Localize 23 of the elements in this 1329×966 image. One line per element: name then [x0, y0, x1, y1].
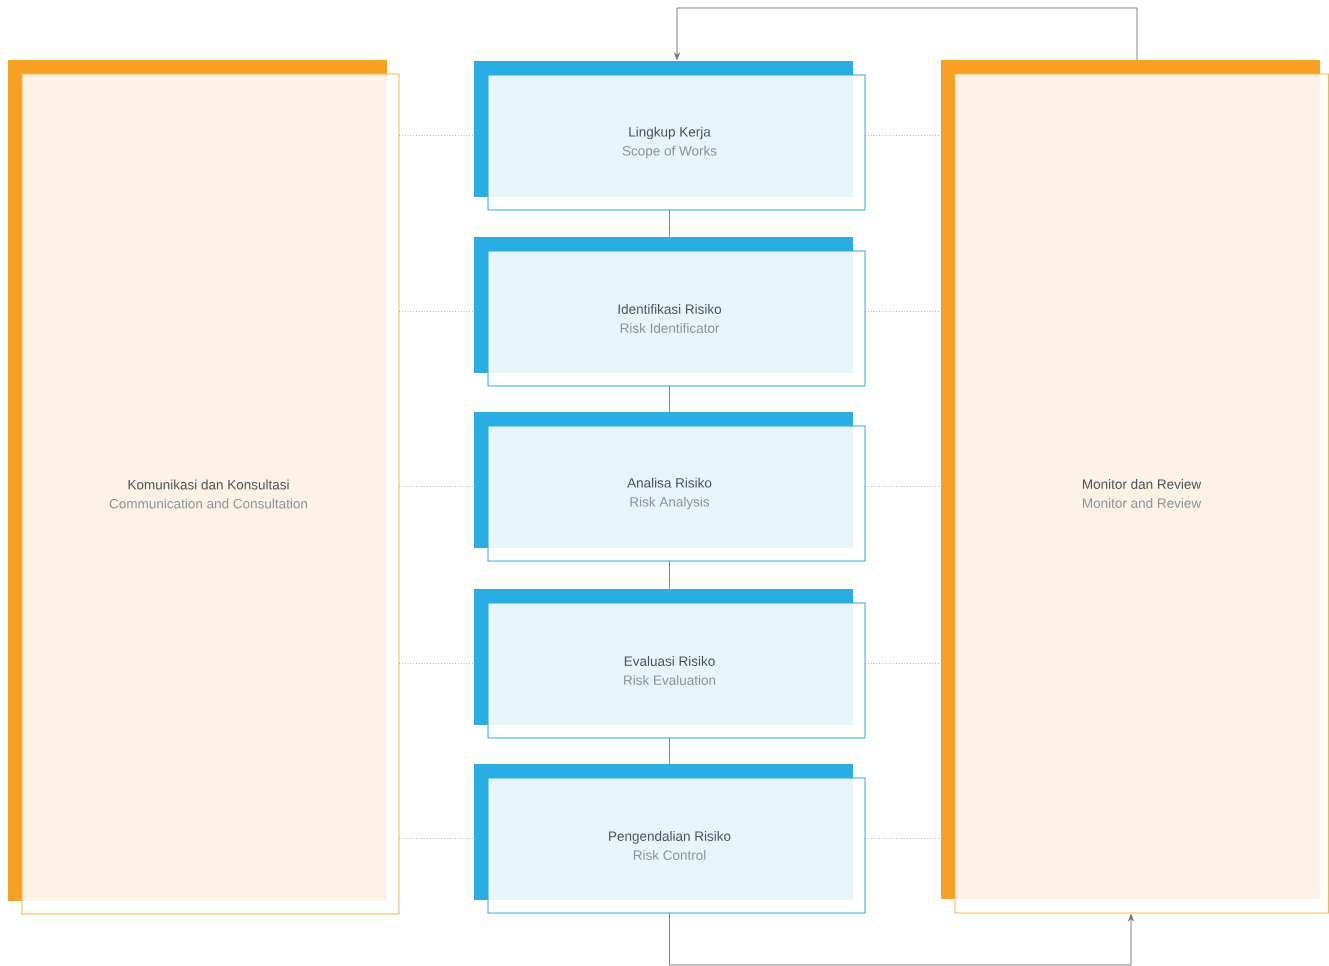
side-panel: Monitor dan Review Monitor and Review — [941, 60, 1329, 914]
dotted-line — [864, 311, 942, 312]
side-panel: Komunikasi dan Konsultasi Communication and Consultation — [8, 60, 400, 915]
dotted-line — [864, 663, 942, 664]
process-box: Evaluasi Risiko Risk Evaluation — [474, 589, 866, 739]
arrow — [674, 7, 1138, 61]
dotted-line — [398, 311, 475, 312]
process-box: Analisa Risiko Risk Analysis — [474, 412, 866, 562]
process-box: Lingkup Kerja Scope of Works — [474, 61, 866, 211]
connector-line — [669, 385, 670, 413]
dotted-line — [398, 135, 475, 136]
process-box: Identifikasi Risiko Risk Identificator — [474, 237, 866, 387]
dotted-line — [864, 135, 942, 136]
connector-line — [669, 737, 670, 765]
dotted-line — [398, 663, 475, 664]
dotted-line — [398, 486, 475, 487]
connector-line — [669, 209, 670, 238]
dotted-line — [398, 838, 475, 839]
process-box: Pengendalian Risiko Risk Control — [474, 764, 866, 914]
arrow — [669, 912, 1134, 966]
dotted-line — [864, 838, 942, 839]
connector-line — [669, 560, 670, 590]
dotted-line — [864, 486, 942, 487]
